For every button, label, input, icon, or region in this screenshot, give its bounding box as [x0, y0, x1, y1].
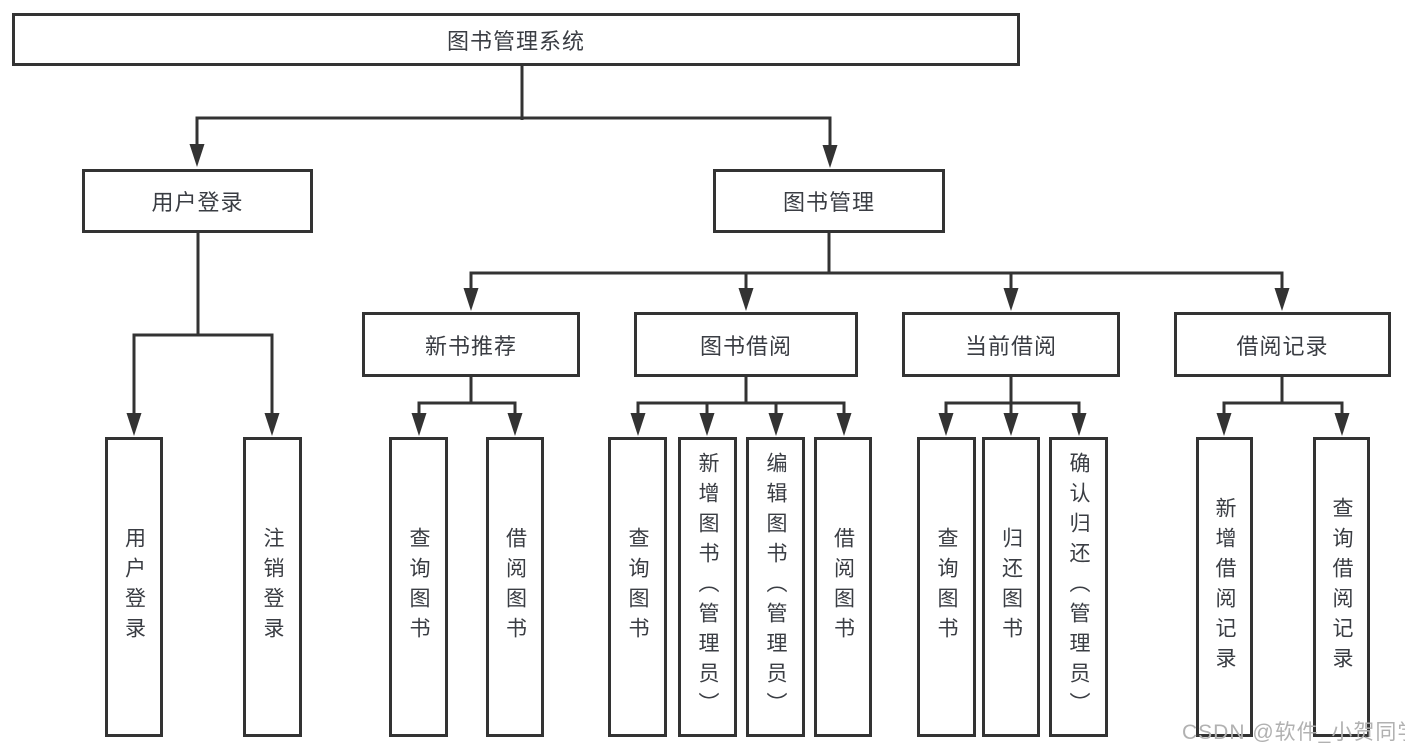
leaf-label: 确认归还（管理员）: [1067, 452, 1090, 722]
node-label: 当前借阅: [964, 333, 1057, 359]
leaf-logout: 注销登录: [243, 437, 302, 737]
node-borrow-records: 借阅记录: [1174, 312, 1391, 377]
leaf-borrow-books: 借阅图书: [814, 437, 872, 737]
leaf-label: 新增图书（管理员）: [696, 452, 719, 722]
leaf-label: 注销登录: [261, 527, 284, 647]
leaf-label: 用户登录: [122, 527, 146, 647]
node-current-borrow: 当前借阅: [902, 312, 1120, 377]
leaf-query-books-recommend: 查询图书: [389, 437, 448, 737]
leaf-label: 借阅图书: [831, 527, 855, 647]
node-label: 新书推荐: [424, 333, 517, 359]
node-label: 图书管理: [782, 190, 875, 215]
leaf-user-login: 用户登录: [105, 437, 163, 737]
leaf-borrow-books-recommend: 借阅图书: [486, 437, 544, 737]
leaf-query-borrow-record: 查询借阅记录: [1313, 437, 1370, 737]
node-book-management: 图书管理: [713, 169, 945, 233]
leaf-label: 查询图书: [407, 527, 430, 647]
leaf-add-books-admin: 新增图书（管理员）: [678, 437, 737, 737]
leaf-return-books: 归还图书: [982, 437, 1040, 737]
node-label: 图书管理系统: [446, 28, 585, 54]
node-user-login: 用户登录: [82, 169, 313, 233]
node-label: 用户登录: [151, 190, 244, 215]
arrowheads: [126, 144, 1350, 436]
leaf-query-books-borrow: 查询图书: [608, 437, 667, 737]
node-label: 图书借阅: [699, 333, 792, 359]
node-book-borrow: 图书借阅: [634, 312, 858, 377]
leaf-label: 借阅图书: [503, 527, 527, 647]
leaf-label: 归还图书: [999, 527, 1023, 647]
leaf-label: 查询图书: [626, 527, 649, 647]
leaf-label: 编辑图书（管理员）: [764, 452, 787, 722]
node-new-book-recommend: 新书推荐: [362, 312, 580, 377]
leaf-label: 查询图书: [935, 527, 958, 647]
csdn-watermark: CSDN @软件_小贺同学: [1182, 721, 1405, 744]
leaf-label: 查询借阅记录: [1330, 497, 1353, 677]
node-label: 借阅记录: [1236, 333, 1329, 359]
node-library-management-system: 图书管理系统: [12, 13, 1020, 66]
leaf-add-borrow-record: 新增借阅记录: [1196, 437, 1253, 737]
leaf-edit-books-admin: 编辑图书（管理员）: [746, 437, 805, 737]
leaf-confirm-return-admin: 确认归还（管理员）: [1049, 437, 1108, 737]
leaf-query-books-current: 查询图书: [917, 437, 976, 737]
leaf-label: 新增借阅记录: [1213, 497, 1236, 677]
